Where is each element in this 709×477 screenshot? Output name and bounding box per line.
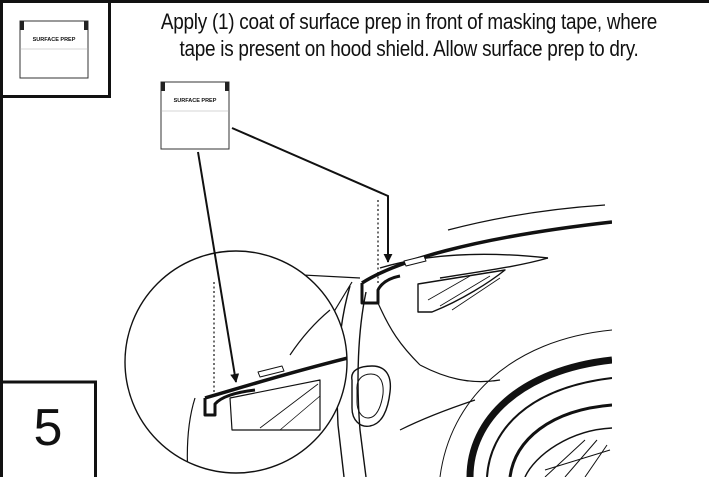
surface-prep-packet-icon: SURFACE PREP [19,20,89,79]
product-label: SURFACE PREP [33,37,76,43]
product-label: SURFACE PREP [174,98,217,104]
instruction-text: Apply (1) coat of surface prep in front … [160,9,658,61]
zoom-detail-circle [124,250,348,474]
product-thumbnail-box: SURFACE PREP [0,0,111,98]
vehicle-front-illustration [336,204,613,477]
step-number-box [0,380,97,477]
step-number: 5 [33,399,63,457]
tape-position-guides [213,200,379,392]
surface-prep-packet-icon: SURFACE PREP [160,81,230,150]
application-arrows [197,127,393,383]
